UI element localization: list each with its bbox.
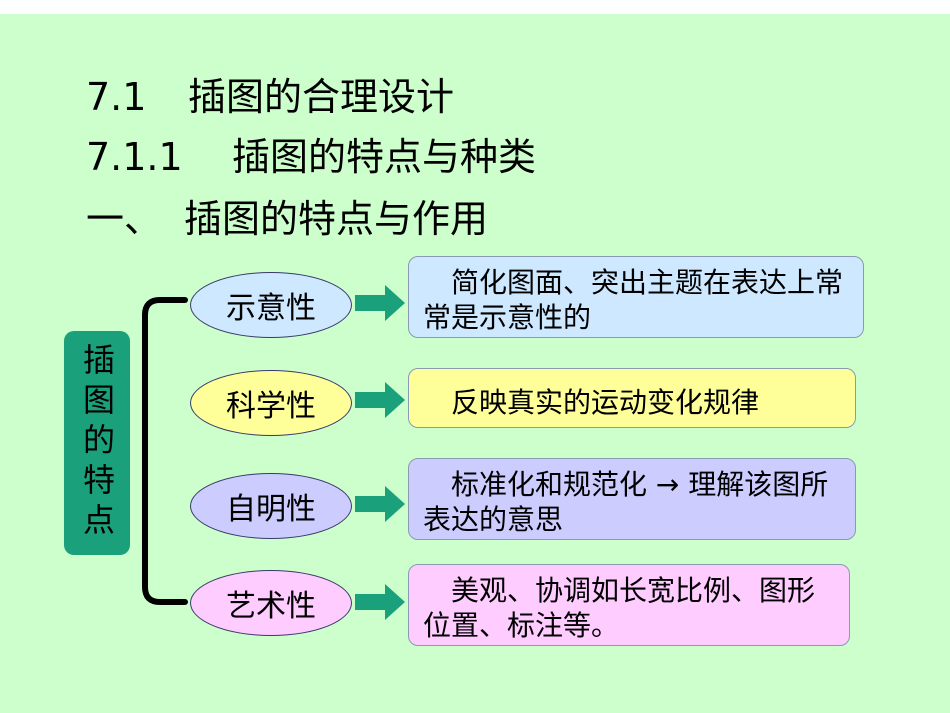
arrow-icon [355,382,405,418]
heading-7-1: 7.1 插图的合理设计 [86,78,454,116]
arrow-icon [355,285,405,321]
arrow-icon [355,486,405,522]
item-label-scientific: 科学性 [190,370,352,436]
heading-7-1-1: 7.1.1 插图的特点与种类 [86,138,536,176]
description-text: 简化图面、突出主题在表达上常常是示意性的 [423,266,844,334]
heading-section-1: 一、插图的特点与作用 [86,200,488,238]
item-description-schematic: 简化图面、突出主题在表达上常常是示意性的 [408,256,864,338]
heading-number: 7.1 [86,75,147,119]
heading-number: 7.1.1 [86,135,183,179]
center-label: 插图的特点 [64,331,130,555]
description-text: 标准化和规范化 → 理解该图所表达的意思 [423,468,829,536]
item-description-artistic: 美观、协调如长宽比例、图形位置、标注等。 [408,564,850,646]
item-label-schematic: 示意性 [190,272,352,338]
item-label-artistic: 艺术性 [190,570,352,636]
heading-text: 插图的特点与作用 [184,197,489,241]
heading-text: 插图的合理设计 [188,75,455,119]
arrow-icon [355,584,405,620]
heading-text: 插图的特点与种类 [232,135,537,179]
description-text: 反映真实的运动变化规律 [451,386,760,419]
heading-number: 一、 [86,197,163,241]
item-description-self-evident: 标准化和规范化 → 理解该图所表达的意思 [408,458,856,540]
description-text: 美观、协调如长宽比例、图形位置、标注等。 [423,574,816,642]
item-description-scientific: 反映真实的运动变化规律 [408,368,856,428]
item-label-self-evident: 自明性 [190,473,352,539]
